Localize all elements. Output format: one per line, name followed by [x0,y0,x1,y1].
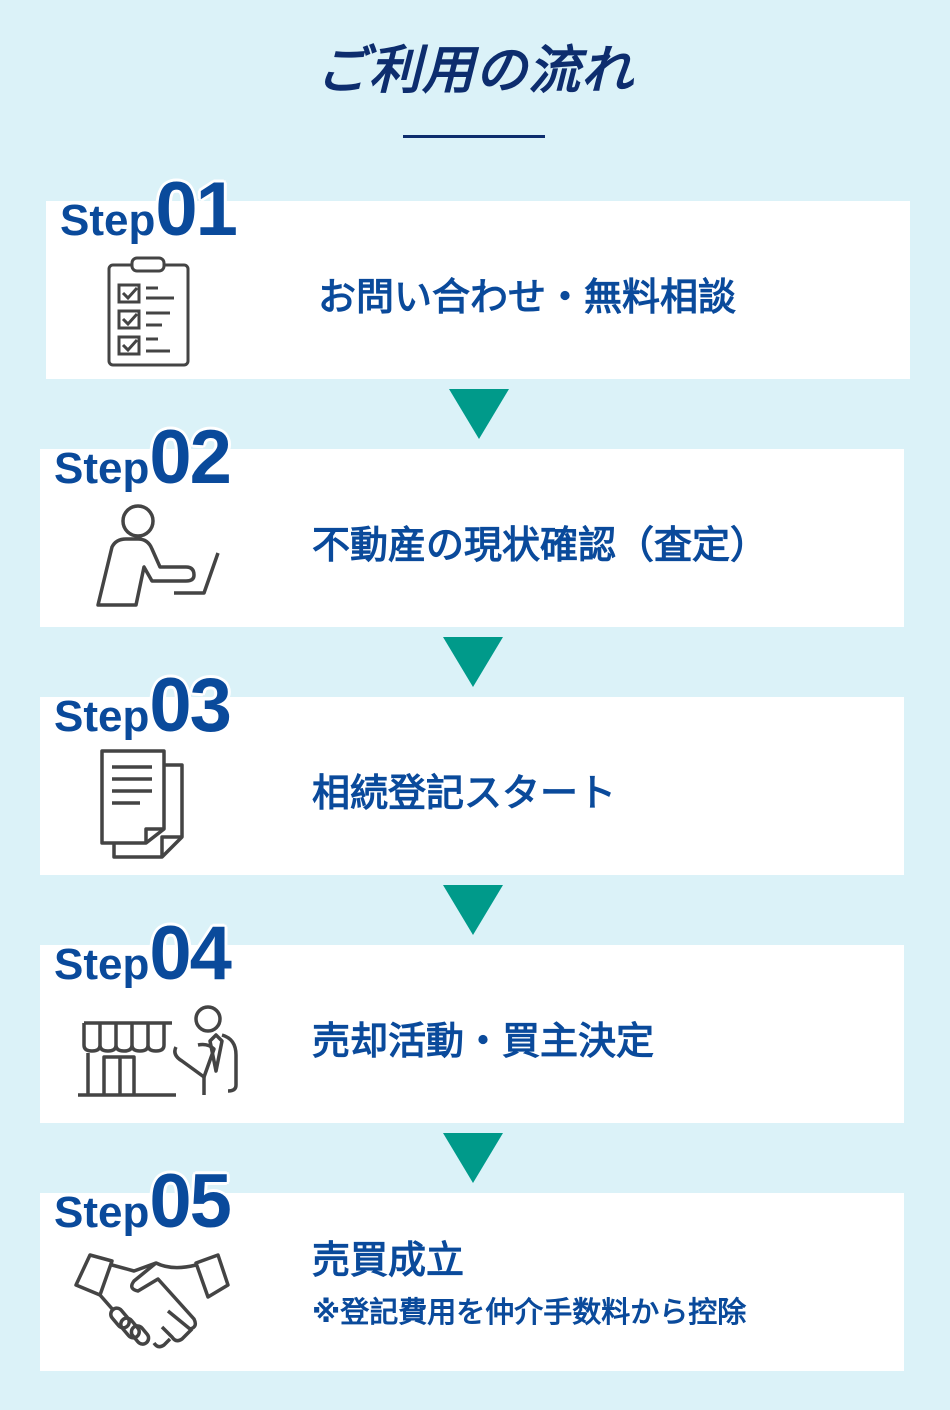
step-label-1: Step01 [60,166,238,253]
step-word: Step [54,444,150,493]
title-underline [403,135,545,138]
step-title: お問い合わせ・無料相談 [318,275,737,319]
down-arrow-icon [443,1133,503,1183]
step-card-5: 売買成立 ※登記費用を仲介手数料から控除 [40,1193,904,1371]
step-word: Step [60,196,156,245]
step-number: 05 [149,1159,232,1244]
step-card-3: 相続登記スタート [40,697,904,875]
step-number: 04 [149,911,232,996]
step-label-3: Step03 [54,662,232,749]
step-number: 03 [149,663,232,748]
page-title: ご利用の流れ [315,41,634,101]
step-word: Step [54,940,150,989]
clipboard-checklist-icon [107,256,190,367]
step-card-1: お問い合わせ・無料相談 [46,201,910,379]
step-word: Step [54,692,150,741]
step-title: 売買成立 [312,1238,465,1282]
person-laptop-icon [96,504,220,607]
handshake-icon [74,1253,230,1349]
documents-icon [100,749,184,859]
step-note: ※登記費用を仲介手数料から控除 [312,1295,747,1329]
step-title: 不動産の現状確認（査定） [312,523,769,567]
step-card-4: 売却活動・買主決定 [40,945,904,1123]
step-title: 相続登記スタート [312,771,617,815]
step-number: 01 [155,167,238,252]
step-number: 02 [149,415,232,500]
down-arrow-icon [443,885,503,935]
step-word: Step [54,1188,150,1237]
storefront-agent-icon [78,1005,238,1097]
step-label-2: Step02 [54,414,232,501]
down-arrow-icon [443,637,503,687]
step-label-5: Step05 [54,1158,232,1245]
down-arrow-icon [449,389,509,439]
step-label-4: Step04 [54,910,232,997]
step-card-2: 不動産の現状確認（査定） [40,449,904,627]
step-title: 売却活動・買主決定 [312,1019,655,1063]
